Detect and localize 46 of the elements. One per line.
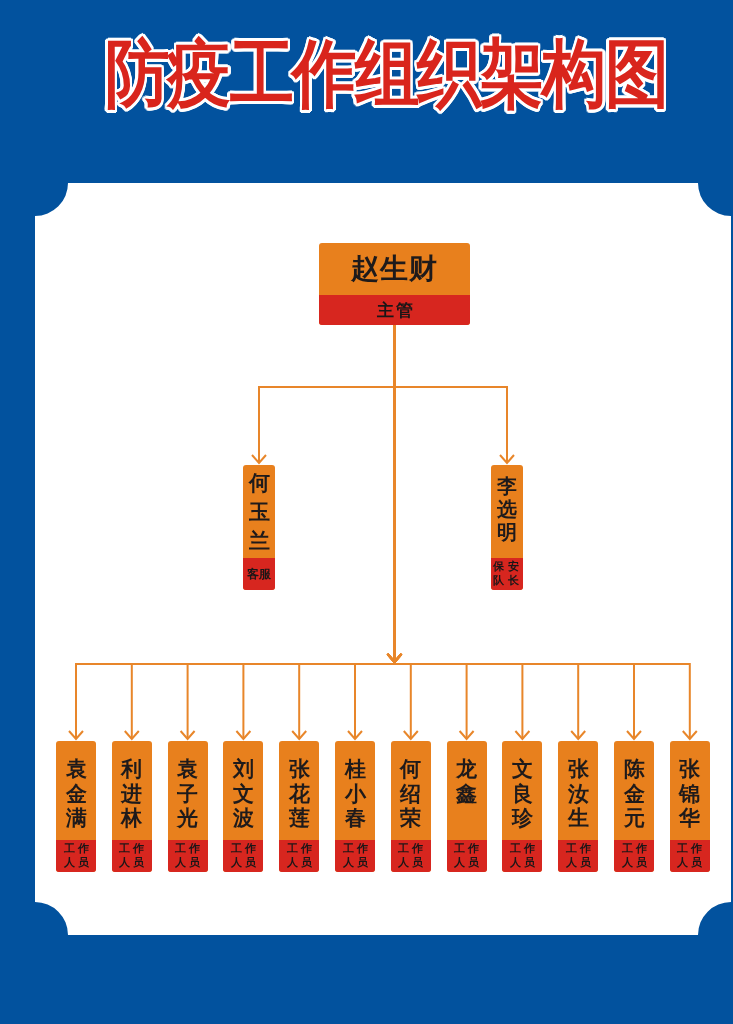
person-name: 赵生财: [351, 255, 438, 283]
person-name: 刘文波: [231, 757, 255, 831]
name-card: [614, 741, 654, 872]
role-band: 工作人员: [558, 840, 599, 872]
name-card: [335, 741, 375, 872]
role-band: 工作人员: [669, 840, 710, 872]
name-card: [502, 741, 543, 872]
name-card: [243, 465, 275, 590]
person-name: 袁子光: [176, 757, 200, 831]
person-name: 利进林: [120, 757, 144, 831]
person-name: 何玉兰: [247, 470, 271, 555]
role-band: 工作人员: [502, 840, 543, 872]
name-card: [491, 465, 523, 590]
name-card: [669, 741, 710, 872]
name-card: [558, 741, 599, 872]
role-band: 工作人员: [614, 840, 654, 872]
role-band: 工作人员: [446, 840, 487, 872]
role-band: 工作人员: [390, 840, 431, 872]
role-band: 工作人员: [335, 840, 375, 872]
title: 防疫工作组织架构图: [104, 37, 668, 111]
role-band: 保安队长: [491, 558, 523, 590]
role-band: 工作人员: [167, 840, 208, 872]
person-name: 张锦华: [678, 757, 702, 831]
person-name: 桂小春: [343, 757, 367, 831]
name-card: [319, 243, 470, 325]
role-band: 主管: [319, 295, 470, 325]
name-card: [56, 741, 96, 872]
person-name: 龙鑫: [455, 757, 479, 806]
person-name: 陈金元: [622, 757, 646, 831]
name-card: [223, 741, 264, 872]
name-card: [167, 741, 208, 872]
person-name: 何绍荣: [399, 757, 423, 831]
person-name: 文良珍: [510, 757, 534, 831]
role-band: 工作人员: [279, 840, 320, 872]
name-card: [111, 741, 152, 872]
role-band: 工作人员: [223, 840, 264, 872]
role-band: 工作人员: [56, 840, 96, 872]
name-card: [390, 741, 431, 872]
person-name: 张花莲: [287, 757, 311, 831]
person-name: 李选明: [496, 475, 518, 544]
name-card: [279, 741, 320, 872]
name-card: [446, 741, 487, 872]
role-band: 工作人员: [111, 840, 152, 872]
role-band: 客服: [243, 558, 275, 590]
person-name: 张汝生: [566, 757, 590, 831]
person-name: 袁金满: [64, 757, 88, 831]
